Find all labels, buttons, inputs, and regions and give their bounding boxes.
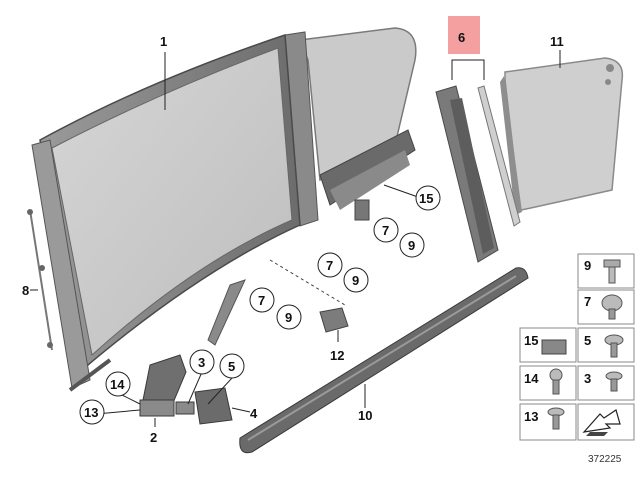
legend-num-14: 14 (524, 371, 539, 386)
callout-10: 10 (358, 408, 372, 423)
callout-2: 2 (150, 430, 157, 445)
fastener-legend (519, 253, 635, 441)
door-seal-strip-part (239, 267, 529, 454)
drive-unit-part (139, 354, 187, 417)
callout-9-c: 9 (285, 310, 292, 325)
callout-6: 6 (458, 30, 465, 45)
fastener-legend-items: 9 7 15 5 14 3 13 (524, 258, 624, 436)
callout-1: 1 (160, 34, 167, 49)
legend-num-9: 9 (584, 258, 591, 273)
arrow-icon (582, 409, 621, 436)
callout-13: 13 (84, 405, 98, 420)
window-channel-guide (435, 85, 521, 263)
callout-15: 15 (419, 191, 433, 206)
callout-14: 14 (110, 377, 125, 392)
legend-num-15: 15 (524, 333, 538, 348)
cable-guide-part (27, 209, 53, 351)
legend-num-7: 7 (584, 294, 591, 309)
callout-7-c: 7 (258, 293, 265, 308)
screw-head-icon (601, 294, 623, 320)
image-reference-number: 372225 (588, 454, 622, 465)
callout-11: 11 (550, 34, 564, 49)
lower-mechanism-part (207, 259, 349, 346)
legend-num-13: 13 (524, 409, 538, 424)
quarter-glass-part (500, 57, 624, 215)
legend-num-5: 5 (584, 333, 591, 348)
rivet-icon (549, 368, 563, 395)
callout-9-b: 9 (352, 273, 359, 288)
short-screw-icon (605, 371, 623, 392)
screw-icon (604, 334, 624, 358)
callout-labels: 1 6 11 15 7 9 7 9 7 9 8 12 3 5 14 13 2 4… (22, 16, 564, 445)
window-roller-blind-part (31, 33, 301, 392)
fixed-glass-part (284, 27, 417, 227)
callout-7-b: 7 (326, 258, 333, 273)
callout-9-a: 9 (408, 238, 415, 253)
callout-12: 12 (330, 348, 344, 363)
callout-7-a: 7 (382, 223, 389, 238)
callout-3: 3 (198, 355, 205, 370)
bolt-torx-icon (603, 259, 621, 284)
leader-lines (30, 50, 561, 427)
legend-num-3: 3 (584, 371, 591, 386)
motor-part (175, 387, 233, 425)
callout-4: 4 (250, 406, 258, 421)
callout-6-highlight (448, 16, 480, 54)
callout-8: 8 (22, 283, 29, 298)
clip-nut-icon (541, 339, 567, 355)
callout-5: 5 (228, 359, 235, 374)
pan-screw-icon (547, 407, 565, 430)
